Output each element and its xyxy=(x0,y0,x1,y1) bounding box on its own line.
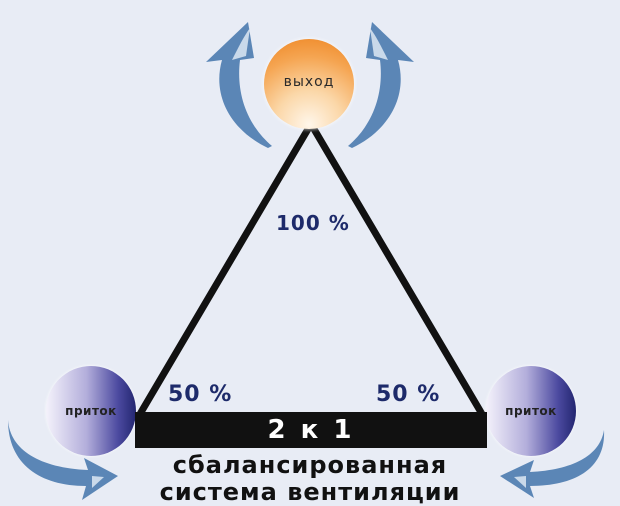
ratio-label: 2 к 1 xyxy=(267,415,355,445)
ratio-bar: 2 к 1 xyxy=(135,412,487,448)
supply-node-left: приток xyxy=(46,366,136,456)
arrow-up-left-icon xyxy=(206,22,272,148)
supply-percent-right: 50 % xyxy=(376,382,441,407)
balance-triangle xyxy=(136,117,486,416)
exhaust-label: выход xyxy=(283,74,335,90)
exhaust-percent: 100 % xyxy=(276,211,350,235)
arrow-inflow-right-icon xyxy=(500,430,605,498)
caption-line-2: система вентиляции xyxy=(159,478,461,506)
supply-node-right: приток xyxy=(486,366,576,456)
caption-line-1: сбалансированная xyxy=(172,451,448,479)
supply-label-right: приток xyxy=(505,404,557,418)
exhaust-node: выход xyxy=(264,39,354,129)
supply-label-left: приток xyxy=(65,404,117,418)
arrow-up-right-icon xyxy=(348,22,414,148)
arrow-inflow-left-icon xyxy=(8,420,118,500)
supply-percent-left: 50 % xyxy=(168,382,233,407)
